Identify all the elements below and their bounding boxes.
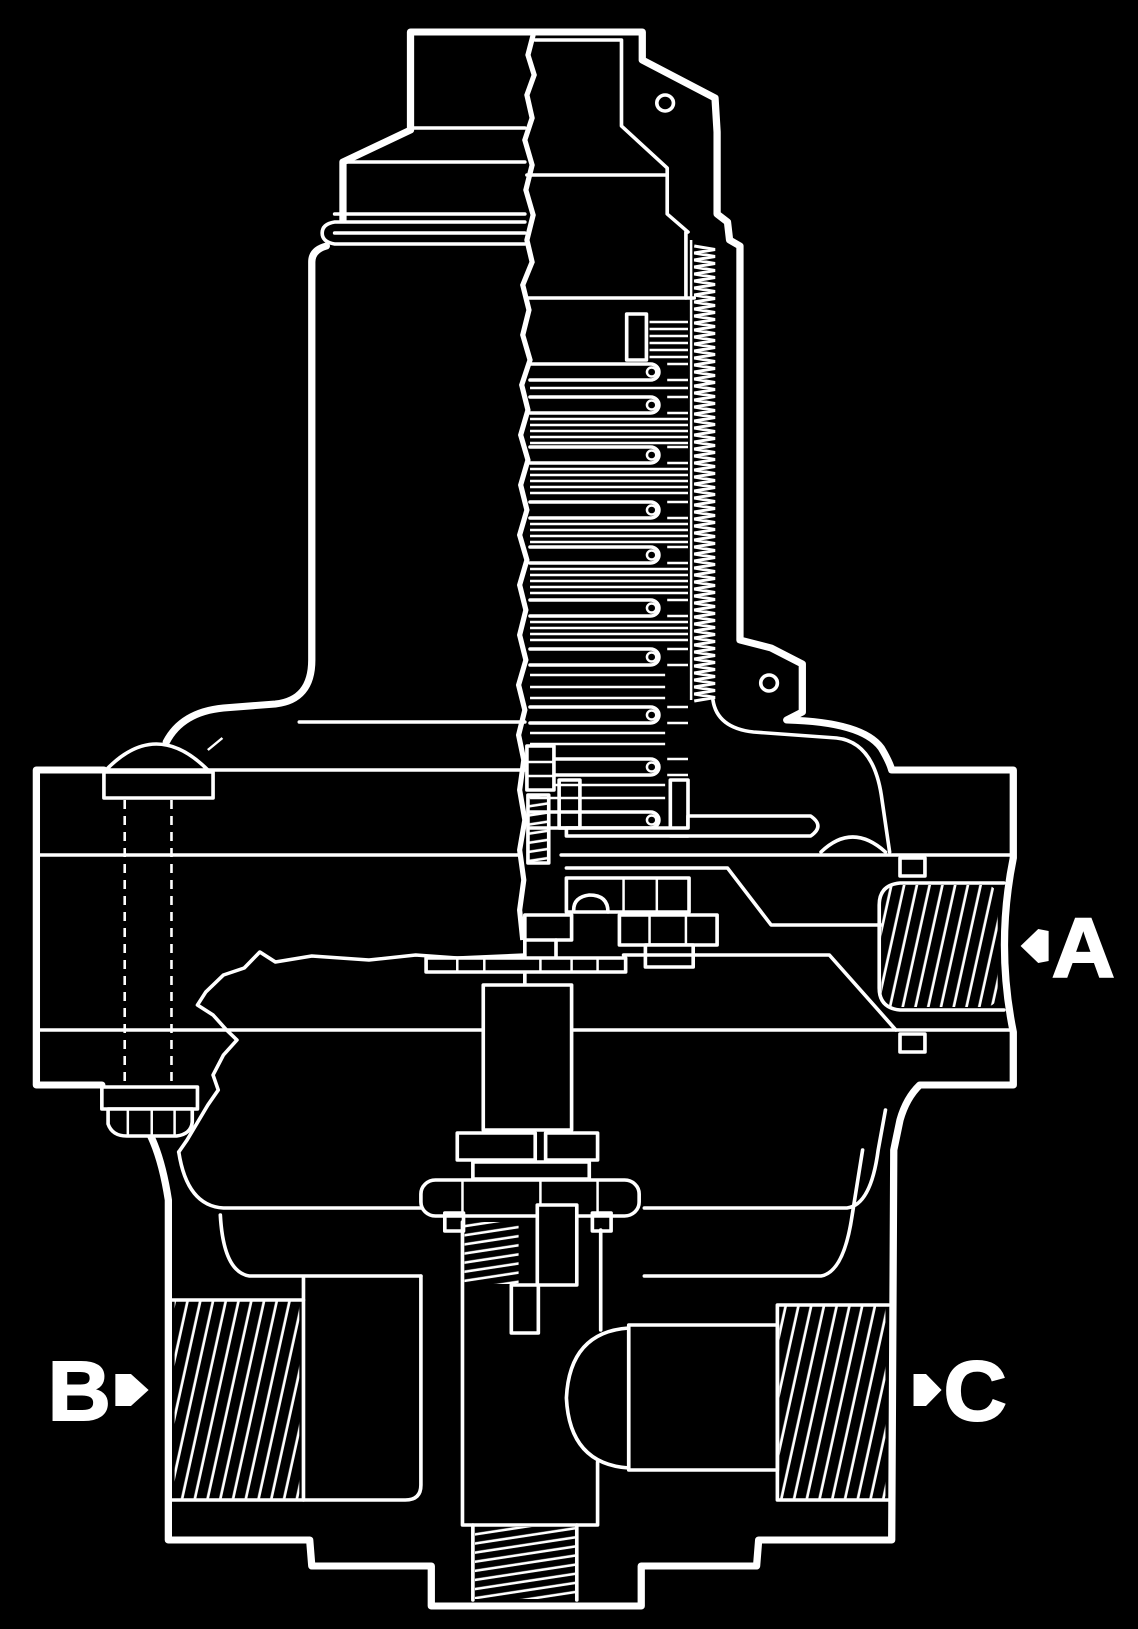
port-a-thread bbox=[881, 885, 998, 1007]
diaphragm-plate-dividers bbox=[456, 958, 599, 972]
cap-left-section-lines bbox=[332, 126, 527, 216]
port-c bbox=[564, 1303, 891, 1502]
bolt-nut-washer bbox=[100, 1085, 200, 1111]
bolt-hex-nut-facets bbox=[126, 1109, 176, 1136]
lower-chamber-wall bbox=[301, 1274, 423, 1502]
arrow-left-icon bbox=[1020, 929, 1049, 963]
spring-wire-end bbox=[645, 366, 658, 378]
bonnet-lug-hole bbox=[758, 673, 780, 693]
port-c-plug bbox=[626, 1323, 780, 1472]
spring-wire-end bbox=[645, 399, 658, 411]
flange-bump bbox=[819, 835, 888, 854]
seat-bushing-thread bbox=[464, 1222, 519, 1284]
port-b-thread bbox=[174, 1300, 300, 1500]
stem-guide-block bbox=[557, 778, 582, 830]
spring-wire-end bbox=[645, 814, 658, 826]
stem-threaded-shaft-outline bbox=[526, 793, 551, 865]
body-flange bbox=[34, 768, 1016, 1054]
spring-assembly bbox=[525, 296, 820, 838]
valve-plunger bbox=[535, 1203, 579, 1287]
spring-wire-end bbox=[645, 761, 658, 773]
spring-wire-ends bbox=[645, 366, 658, 826]
valve-guide-left bbox=[455, 1131, 538, 1162]
port-c-label: C bbox=[944, 1344, 1007, 1438]
arrow-right-icon bbox=[115, 1374, 149, 1406]
port-c-thread bbox=[779, 1305, 886, 1500]
spring-hatch-lines bbox=[530, 320, 688, 800]
central-bore-walls bbox=[460, 1220, 603, 1527]
bolt-washer bbox=[102, 770, 215, 800]
port-c-plug-dome bbox=[564, 1326, 631, 1470]
port-a bbox=[877, 881, 1006, 1012]
spring-wire-end bbox=[645, 651, 658, 663]
port-c-thread-outline bbox=[775, 1303, 891, 1502]
stem-threaded-shaft bbox=[527, 795, 549, 863]
cap-right-cavity-wall bbox=[525, 38, 690, 300]
port-a-thread-outline bbox=[877, 881, 1006, 1012]
valve-seat bbox=[419, 1178, 641, 1218]
lower-body bbox=[176, 1108, 888, 1602]
lever-housing-line bbox=[564, 866, 884, 927]
bonnet-inner-wall bbox=[711, 698, 892, 854]
bolt-hidden-lines bbox=[123, 800, 173, 1085]
diaphragm-plate bbox=[424, 956, 628, 974]
stem-collar bbox=[523, 913, 574, 942]
adjusting-screw-thread bbox=[693, 244, 716, 703]
stem-top-nut-lines bbox=[526, 760, 554, 778]
bolt-dome-head bbox=[104, 742, 210, 772]
spring-coil-sections bbox=[528, 362, 661, 830]
bonnet-collar bbox=[320, 220, 527, 246]
stem-link bbox=[523, 938, 558, 987]
section-cut-line bbox=[515, 34, 537, 941]
valve-stem-assembly bbox=[424, 744, 898, 1132]
lever-hook bbox=[571, 893, 610, 914]
spring-wire-end bbox=[645, 549, 658, 561]
port-b bbox=[169, 1298, 306, 1502]
body-outline bbox=[32, 28, 1017, 1610]
cap-lug-hole bbox=[654, 93, 676, 113]
valve-guide-right bbox=[543, 1131, 600, 1162]
spring-seat-block bbox=[624, 312, 649, 362]
cutaway-break-line bbox=[176, 950, 527, 1154]
cap bbox=[332, 38, 690, 300]
flange-bolt bbox=[100, 737, 224, 1138]
port-b-label: B bbox=[48, 1344, 111, 1438]
flange-seal-lower bbox=[898, 1032, 927, 1054]
arrow-right-icon bbox=[913, 1374, 942, 1406]
lever-block-dividers bbox=[622, 878, 659, 912]
lever-pivot-dividers bbox=[648, 915, 688, 945]
spring-wire-end bbox=[645, 449, 658, 461]
spring-wire-end bbox=[645, 504, 658, 516]
port-b-thread-outline bbox=[169, 1298, 306, 1502]
spring-coil-right-stubs bbox=[667, 362, 688, 777]
lower-diaphragm-line bbox=[621, 953, 898, 1032]
drain-plug-thread bbox=[474, 1527, 577, 1599]
spring-wire-end bbox=[645, 709, 658, 721]
bolt-leader-tick bbox=[207, 737, 224, 751]
port-a-label: A bbox=[1052, 901, 1115, 995]
diaphragm-pressure-plate bbox=[564, 814, 820, 838]
valve-stem bbox=[481, 983, 574, 1132]
lower-body-inner-right bbox=[642, 1108, 888, 1278]
spring-wire-end bbox=[645, 602, 658, 614]
lever-pivot-block bbox=[617, 913, 719, 947]
lower-body-inner-left bbox=[176, 1150, 423, 1278]
bolt-hex-nut bbox=[106, 1107, 195, 1138]
valve-retainer bbox=[471, 1160, 592, 1181]
stem-top-nut bbox=[525, 744, 556, 792]
valve-plunger-tip bbox=[509, 1283, 541, 1335]
flange-seal-upper bbox=[898, 856, 927, 878]
drain-plug-outline bbox=[471, 1523, 579, 1602]
